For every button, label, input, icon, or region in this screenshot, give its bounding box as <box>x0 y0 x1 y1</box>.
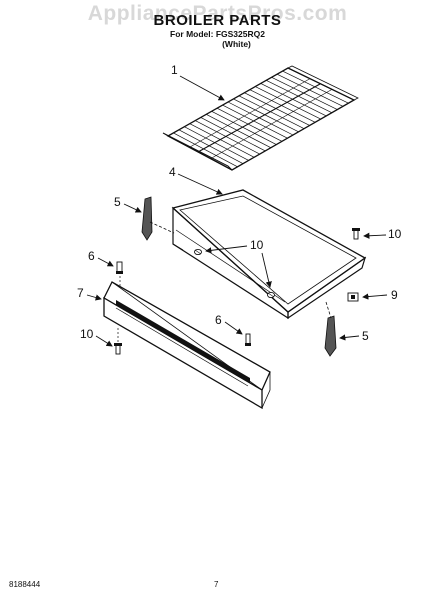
color-line: (White) <box>222 39 251 49</box>
broiler-rack[interactable] <box>162 65 359 171</box>
callout-stud-left: 6 <box>88 249 95 263</box>
callout-rack: 1 <box>171 63 178 77</box>
page-number: 7 <box>214 580 219 589</box>
drawer-front-panel[interactable] <box>103 281 271 410</box>
screw-pan-side[interactable] <box>194 248 202 256</box>
screw-pan-front[interactable] <box>267 291 275 299</box>
retaining-clip[interactable] <box>347 292 359 302</box>
callout-screw-top-right: 10 <box>388 227 402 241</box>
callout-pan: 4 <box>169 165 176 179</box>
stud-right[interactable] <box>245 333 251 346</box>
stud-left[interactable] <box>116 261 123 274</box>
callout-slide-left: 5 <box>114 195 121 209</box>
left-slide-rail[interactable] <box>141 196 175 241</box>
broiler-pan[interactable] <box>171 189 367 320</box>
callout-clip: 9 <box>391 288 398 302</box>
right-slide-rail[interactable] <box>324 301 337 357</box>
screw-top-right[interactable] <box>352 228 360 240</box>
callout-drawer-front: 7 <box>77 286 84 300</box>
callout-slide-right: 5 <box>362 329 369 343</box>
callout-screw-pan: 10 <box>250 238 264 252</box>
callout-screw-front: 10 <box>80 327 94 341</box>
page-title: BROILER PARTS <box>153 12 282 29</box>
model-line: For Model: FGS325RQ2 <box>170 29 265 39</box>
watermark: AppliancePartsPros.com <box>87 2 348 25</box>
screw-front[interactable] <box>114 343 122 355</box>
document-number: 8188444 <box>9 580 41 589</box>
callout-stud-right: 6 <box>215 313 222 327</box>
